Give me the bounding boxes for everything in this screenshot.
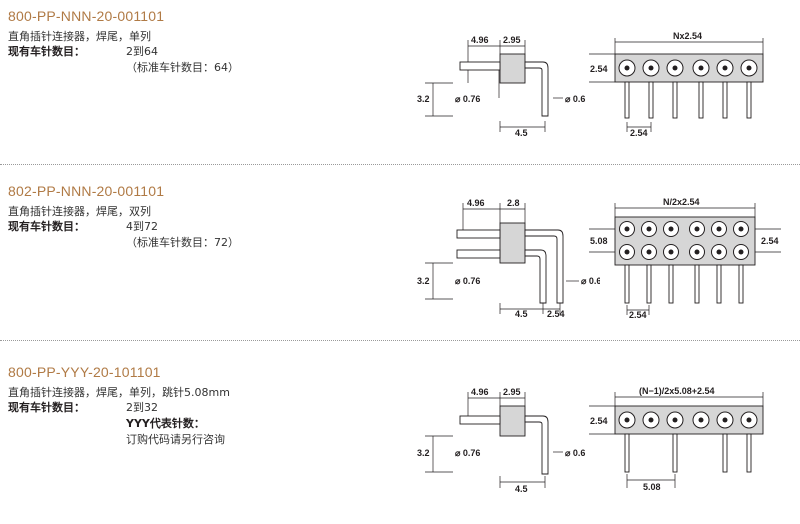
dim-d2: 2.95 <box>503 387 521 397</box>
product-section-2: 802-PP-NNN-20-001101 直角插针连接器，焊尾，双列 现有车针数… <box>0 183 800 343</box>
dim-dia2: ⌀ 0.6 <box>565 94 585 104</box>
order-note: 订购代码请另行咨询 <box>126 433 225 446</box>
front-view-drawing: N/2x2.54 5.08 2.54 <box>589 197 781 320</box>
lower-tail <box>524 249 547 304</box>
dim-bottom: 2.54 <box>629 310 647 320</box>
section-divider <box>0 164 800 165</box>
yyy-label: YYY代表针数： <box>126 417 205 430</box>
horizontal-pin <box>459 61 501 71</box>
part-number: 800-PP-YYY-20-101101 <box>8 364 161 380</box>
stock-value: 4到72 <box>126 220 158 233</box>
stock-label: 现有车针数目： <box>8 401 85 414</box>
dim-d1: 4.96 <box>471 35 489 45</box>
connector-body <box>499 222 526 264</box>
solder-tails <box>624 433 752 473</box>
dim-length: 4.5 <box>515 484 528 494</box>
dim-height: 3.2 <box>417 94 430 104</box>
dim-height: 3.2 <box>417 276 430 286</box>
dim-top: Nx2.54 <box>673 31 702 41</box>
dim-left: 5.08 <box>590 236 608 246</box>
dim-d2: 2.8 <box>507 198 520 208</box>
side-view-drawing: 4.96 2.95 3.2 ⌀ 0.76 ⌀ 0.6 4.5 <box>417 35 585 138</box>
dim-dia1: ⌀ 0.76 <box>455 276 480 286</box>
dim-top: N/2x2.54 <box>663 197 700 207</box>
stock-value: 2到64 <box>126 45 158 58</box>
dim-length: 4.5 <box>515 128 528 138</box>
product-section-3: 800-PP-YYY-20-101101 直角插针连接器，焊尾，单列，跳针5.0… <box>0 364 800 524</box>
section-divider <box>0 340 800 341</box>
dim-dia1: ⌀ 0.76 <box>455 448 480 458</box>
dim-left: 2.54 <box>590 416 608 426</box>
description: 直角插针连接器，焊尾，单列，跳针5.08mm <box>8 386 230 399</box>
product-section-1: 800-PP-NNN-20-001101 直角插针连接器，焊尾，单列 现有车针数… <box>0 8 800 168</box>
solder-tails <box>624 264 744 304</box>
contact-holes <box>619 221 749 260</box>
dim-right: 2.54 <box>761 236 779 246</box>
stock-note: （标准车针数目：72） <box>126 236 239 249</box>
front-view-drawing: (N−1)/2x5.08+2.54 2.54 5.08 <box>589 386 764 492</box>
dim-height: 3.2 <box>417 448 430 458</box>
connector-body <box>499 53 526 84</box>
dim-dia2: ⌀ 0.6 <box>581 276 600 286</box>
dim-d1: 4.96 <box>467 198 485 208</box>
side-view-drawing: 4.96 2.95 3.2 ⌀ 0.76 ⌀ 0.6 4.5 <box>417 387 585 494</box>
contact-holes <box>618 411 758 429</box>
upper-pin <box>456 229 501 239</box>
side-view-drawing: 4.96 2.8 3.2 ⌀ 0.76 ⌀ 0.6 4.5 2.54 <box>417 198 600 319</box>
solder-tails <box>624 81 752 119</box>
horizontal-pin <box>459 415 501 425</box>
bent-tail <box>524 415 549 475</box>
dim-left: 2.54 <box>590 64 608 74</box>
dim-d2: 2.95 <box>503 35 521 45</box>
front-body <box>614 53 764 83</box>
dim-d1: 4.96 <box>471 387 489 397</box>
dim-length: 4.5 <box>515 309 528 319</box>
bent-tail <box>524 61 549 117</box>
description: 直角插针连接器，焊尾，单列 <box>8 30 151 43</box>
front-body <box>614 216 756 266</box>
description: 直角插针连接器，焊尾，双列 <box>8 205 151 218</box>
upper-tail <box>524 229 564 304</box>
dim-bottom: 2.54 <box>630 128 648 138</box>
front-view-drawing: Nx2.54 2.54 2.54 <box>589 31 764 138</box>
part-number: 802-PP-NNN-20-001101 <box>8 183 165 199</box>
dim-bottom: 5.08 <box>643 482 661 492</box>
dim-dia2: ⌀ 0.6 <box>565 448 585 458</box>
stock-note: （标准车针数目：64） <box>126 61 239 74</box>
stock-value: 2到32 <box>126 401 158 414</box>
stock-label: 现有车针数目： <box>8 45 85 58</box>
dim-top: (N−1)/2x5.08+2.54 <box>639 386 715 396</box>
stock-label: 现有车针数目： <box>8 220 85 233</box>
part-number: 800-PP-NNN-20-001101 <box>8 8 165 24</box>
dim-pitch: 2.54 <box>547 309 565 319</box>
lower-pin <box>456 249 501 259</box>
contact-holes <box>618 59 758 77</box>
front-body <box>614 405 764 435</box>
connector-body <box>499 405 526 437</box>
dim-dia1: ⌀ 0.76 <box>455 94 480 104</box>
